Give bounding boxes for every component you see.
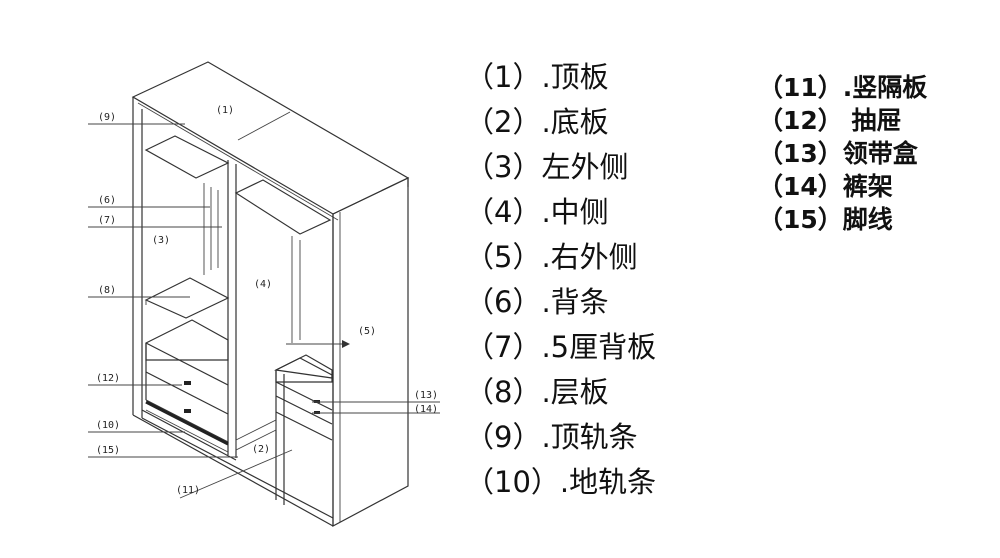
callout-14: (14) [414,404,438,415]
callout-11: (11) [176,485,200,496]
legend-item: （9）.顶轨条 [465,420,638,454]
cabinet-body [132,104,409,527]
callout-4: (4) [254,279,272,290]
legend-right: （11）.竖隔板 （12） 抽屉 （13）领带盒 （14）裤架 （15）脚线 [758,75,988,245]
callout-2: (2) [252,444,270,455]
legend-item: （6）.背条 [465,285,609,319]
legend-item: （11）.竖隔板 [758,73,928,102]
legend-item: （3）左外侧 [465,150,629,184]
right-lower-compartment [235,357,333,505]
callout-8: (8) [98,285,116,296]
legend-item: （1）.顶板 [465,60,609,94]
callout-6: (6) [98,195,116,206]
callout-10: (10) [96,420,120,431]
callout-1: (1) [216,105,234,116]
legend-left: （1）.顶板 （2）.底板 （3）左外侧 （4）.中侧 （5）.右外侧 （6）.… [465,62,755,502]
callout-7: (7) [98,215,116,226]
leader-lines [88,123,440,499]
rails [141,400,237,461]
top-panel [131,61,410,221]
legend-item: （8）.层板 [465,375,609,409]
legend-item: （5）.右外侧 [465,240,638,274]
callout-12: (12) [96,373,120,384]
legend-item: （12） 抽屉 [758,106,902,135]
legend-item: （15）脚线 [758,205,893,234]
callout-labels: (1) (2) (3) (4) (5) (6) (7) (8) (9) (10)… [96,105,438,496]
drawers [145,319,229,443]
legend-item: （14）裤架 [758,172,893,201]
callout-3: (3) [152,235,170,246]
legend-item: （13）领带盒 [758,139,918,168]
callout-5: (5) [358,326,376,337]
shelves [144,135,333,379]
callout-15: (15) [96,445,120,456]
callout-13: (13) [414,390,438,401]
callout-9: (9) [98,112,116,123]
legend-item: （2）.底板 [465,105,609,139]
legend-item: （10）.地轨条 [465,465,657,499]
legend-item: （7）.5厘背板 [465,330,657,364]
legend-item: （4）.中侧 [465,195,609,229]
